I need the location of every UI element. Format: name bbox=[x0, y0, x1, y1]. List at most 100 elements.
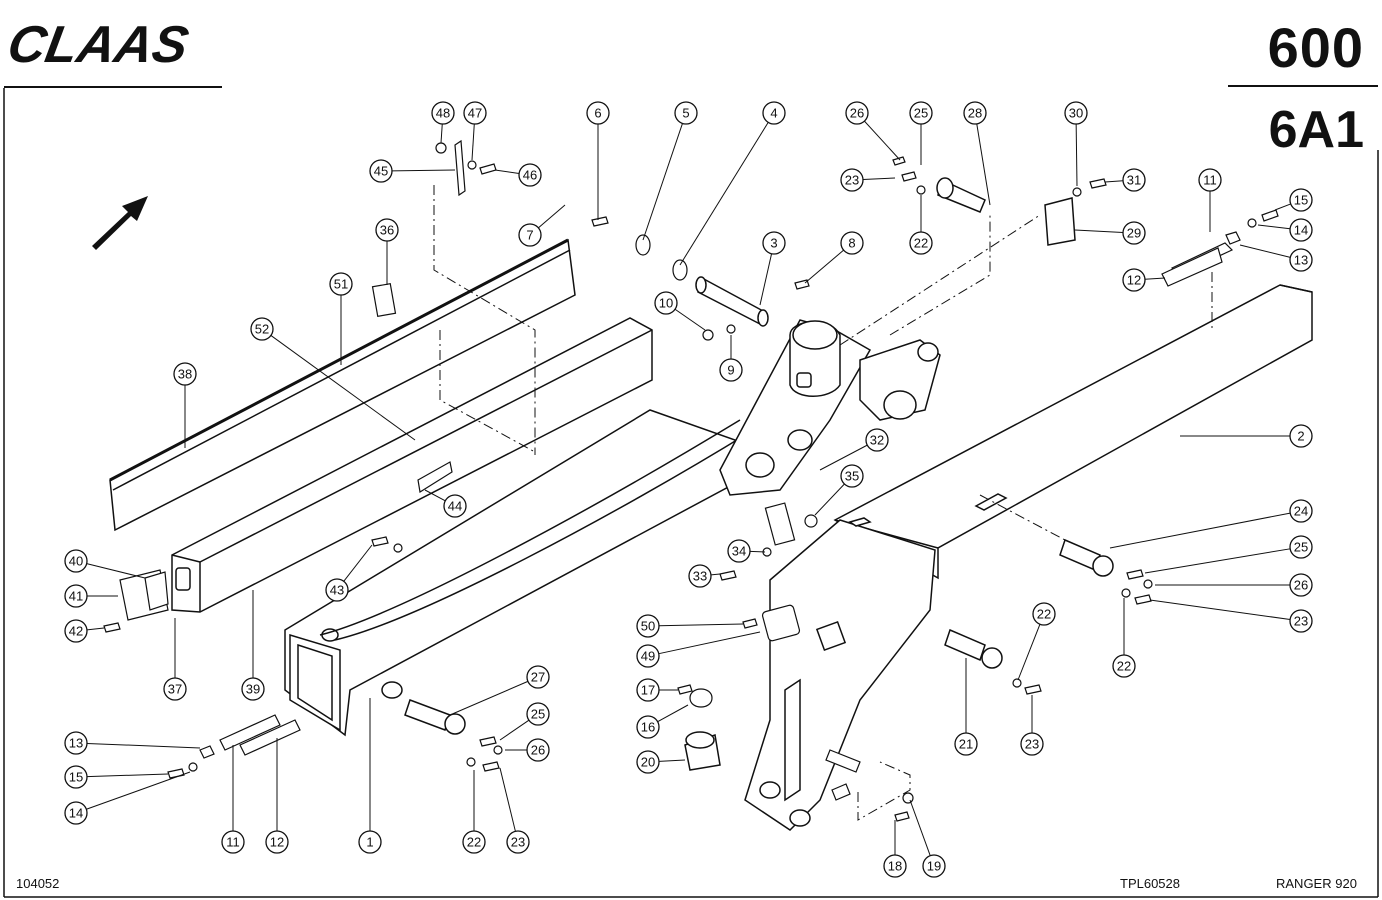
plate-ref: TPL60528 bbox=[1120, 876, 1180, 891]
callout-number: 38 bbox=[178, 367, 192, 382]
callout-leader bbox=[86, 627, 105, 631]
callout-circle bbox=[64, 584, 88, 608]
callout-number: 27 bbox=[531, 670, 545, 685]
callout-number: 18 bbox=[888, 859, 902, 874]
callout-circle bbox=[845, 101, 869, 125]
callout-26: 26 bbox=[505, 738, 550, 762]
callout-number: 43 bbox=[330, 583, 344, 598]
callout-number: 26 bbox=[531, 743, 545, 758]
pin-3 bbox=[695, 276, 769, 327]
callout-circle bbox=[865, 428, 889, 452]
callout-number: 48 bbox=[436, 106, 450, 121]
callout-3: 3 bbox=[759, 231, 786, 306]
callout-leader bbox=[657, 704, 689, 723]
callout-circle bbox=[883, 854, 907, 878]
callout-circle bbox=[636, 750, 660, 774]
callout-33: 33 bbox=[688, 564, 721, 588]
callout-circle bbox=[526, 665, 550, 689]
callout-19: 19 bbox=[909, 799, 946, 878]
direction-arrow-icon bbox=[92, 196, 148, 250]
callout-17: 17 bbox=[636, 678, 678, 702]
alignment-lines bbox=[433, 185, 1213, 821]
callout-leader bbox=[1075, 123, 1078, 187]
callout-circle bbox=[840, 168, 864, 192]
callout-number: 28 bbox=[968, 106, 982, 121]
callout-number: 31 bbox=[1127, 173, 1141, 188]
callout-number: 8 bbox=[848, 236, 855, 251]
callout-50: 50 bbox=[636, 614, 744, 638]
callout-11: 11 bbox=[1198, 168, 1222, 232]
callout-circle bbox=[64, 549, 88, 573]
callout-circle bbox=[1289, 188, 1313, 212]
callout-circle bbox=[1122, 268, 1146, 292]
callout-circle bbox=[265, 830, 289, 854]
callout-20: 20 bbox=[636, 750, 686, 774]
callout-number: 24 bbox=[1294, 504, 1308, 519]
callout-leader bbox=[862, 177, 896, 180]
callout-number: 34 bbox=[732, 544, 746, 559]
callout-6: 6 bbox=[586, 101, 610, 220]
callout-leader bbox=[1104, 180, 1124, 183]
callout-26: 26 bbox=[845, 101, 901, 161]
callout-number: 11 bbox=[1203, 173, 1217, 188]
group-code: 600 bbox=[1267, 16, 1364, 79]
section-code: 6A1 bbox=[1268, 101, 1364, 159]
callout-leader bbox=[440, 123, 443, 144]
callout-circle bbox=[250, 317, 274, 341]
callout-circle bbox=[163, 677, 187, 701]
callout-48: 48 bbox=[431, 101, 455, 144]
callout-12: 12 bbox=[265, 738, 289, 854]
callout-28: 28 bbox=[963, 101, 991, 206]
callout-circle bbox=[636, 678, 660, 702]
callout-number: 12 bbox=[1127, 273, 1141, 288]
callout-23: 23 bbox=[840, 168, 896, 192]
callout-number: 10 bbox=[659, 296, 673, 311]
callout-number: 22 bbox=[467, 835, 481, 850]
group-rule bbox=[1228, 85, 1378, 87]
callout-circle bbox=[221, 830, 245, 854]
callout-circle bbox=[674, 101, 698, 125]
callout-circle bbox=[1032, 602, 1056, 626]
callout-leader bbox=[658, 631, 761, 655]
callout-leader bbox=[494, 169, 520, 174]
callout-number: 15 bbox=[1294, 193, 1308, 208]
callout-circle bbox=[954, 732, 978, 756]
callout-1: 1 bbox=[358, 698, 382, 854]
callout-circle bbox=[1289, 218, 1313, 242]
drawing-id: 104052 bbox=[16, 876, 60, 891]
callout-number: 12 bbox=[270, 835, 284, 850]
callout-circle bbox=[506, 830, 530, 854]
callout-number: 19 bbox=[927, 859, 941, 874]
callout-11: 11 bbox=[221, 745, 245, 854]
callout-29: 29 bbox=[1074, 221, 1146, 245]
callout-number: 29 bbox=[1127, 226, 1141, 241]
callout-number: 23 bbox=[845, 173, 859, 188]
claas-logo: CLAAS bbox=[10, 14, 235, 72]
frame bbox=[3, 88, 1379, 898]
callout-number: 49 bbox=[641, 649, 655, 664]
callout-leader bbox=[674, 308, 706, 331]
callout-25: 25 bbox=[1144, 535, 1313, 574]
callout-number: 17 bbox=[641, 683, 655, 698]
callout-34: 34 bbox=[727, 539, 766, 563]
callout-number: 42 bbox=[69, 624, 83, 639]
callout-circle bbox=[909, 231, 933, 255]
callout-number: 5 bbox=[682, 106, 689, 121]
callout-number: 40 bbox=[69, 554, 83, 569]
callout-number: 22 bbox=[1037, 607, 1051, 622]
callout-number: 36 bbox=[380, 223, 394, 238]
callout-43: 43 bbox=[325, 544, 373, 602]
lower-swing-arm bbox=[744, 517, 936, 831]
callout-14: 14 bbox=[64, 771, 191, 825]
cover-plate-44 bbox=[417, 461, 453, 493]
callout-number: 39 bbox=[246, 682, 260, 697]
callout-35: 35 bbox=[814, 464, 864, 516]
callout-number: 32 bbox=[870, 433, 884, 448]
callout-31: 31 bbox=[1104, 168, 1146, 192]
callout-number: 22 bbox=[1117, 659, 1131, 674]
callout-15: 15 bbox=[64, 765, 169, 789]
callout-52: 52 bbox=[250, 317, 416, 441]
callout-circle bbox=[1112, 654, 1136, 678]
callout-leader bbox=[86, 742, 201, 749]
